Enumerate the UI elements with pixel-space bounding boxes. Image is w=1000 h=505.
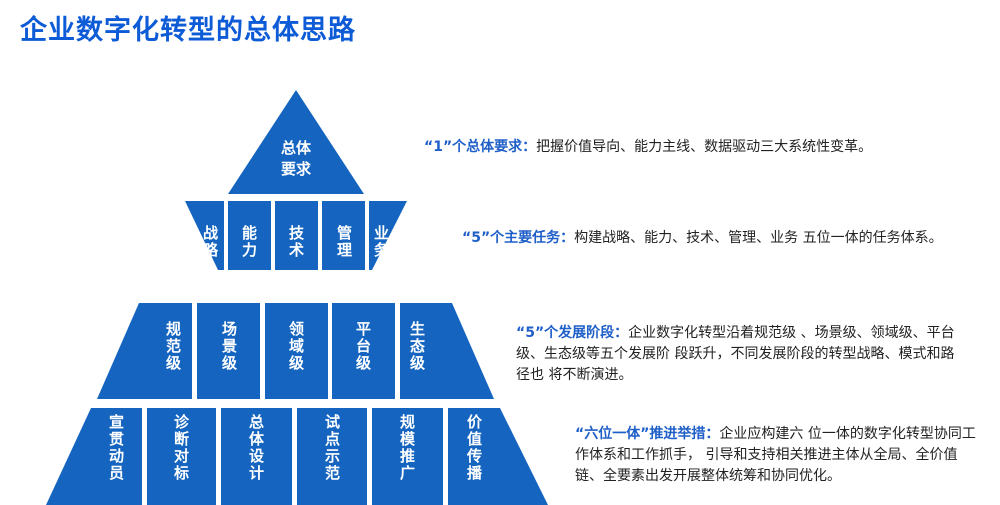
- pyramid-top-line2: 要求: [280, 160, 311, 178]
- pyramid-row2-label-4: 管理: [335, 225, 353, 259]
- pyramid-row3-label-5: 生态级: [408, 321, 426, 372]
- description-4-text: 企业应构建六 位一体的数字化转型协同工作体系和工作抓手， 引导和支持相关推进主体…: [575, 426, 976, 484]
- pyramid-row3-label-2: 场景级: [220, 321, 238, 372]
- pyramid-row4-label-2: 诊断对标: [172, 414, 190, 482]
- description-1: “1”个总体要求：把握价值导向、能力主线、数据驱动三大系统性变革。: [424, 139, 873, 155]
- description-1-text: 把握价值导向、能力主线、数据驱动三大系统性变革。: [536, 139, 873, 155]
- description-3: “5”个发展阶段：企业数字化转型沿着规范级 、场景级、领域级、平台级、生态级等五…: [516, 325, 955, 383]
- pyramid-row4-cell-2: [147, 408, 216, 505]
- pyramid-row2-label-5: 业务: [372, 225, 390, 259]
- pyramid-row3-cell-2: [197, 303, 260, 399]
- description-2-text: 构建战略、能力、技术、管理、业务 五位一体的任务体系。: [574, 230, 943, 246]
- pyramid-row3-cell-4: [332, 303, 395, 399]
- pyramid-row2-cell-2: [228, 201, 271, 270]
- pyramid-row4-label-1: 宣贯动员: [107, 414, 125, 482]
- pyramid-row3-label-4: 平台级: [354, 321, 372, 372]
- pyramid-row3-cell-1: [97, 303, 192, 399]
- pyramid-row4-cell-3: [221, 408, 292, 505]
- pyramid-row2-label-2: 能力: [240, 225, 258, 259]
- description-1-key: “1”个总体要求: [424, 139, 523, 155]
- pyramid-diagram: [46, 90, 548, 505]
- pyramid-row3-cell-3: [265, 303, 328, 399]
- pyramid-row4-cell-5: [372, 408, 443, 505]
- pyramid-row4-cell-4: [297, 408, 367, 505]
- description-3-key: “5”个发展阶段: [516, 325, 615, 341]
- pyramid-row4-label-6: 价值传播: [465, 414, 483, 482]
- pyramid-row2-label-3: 技术: [287, 225, 305, 259]
- pyramid-row4-cell-6: [448, 408, 548, 505]
- pyramid-row4-label-3: 总体设计: [247, 414, 265, 482]
- pyramid-row3-label-3: 领域级: [287, 321, 305, 372]
- pyramid-row2-cell-4: [322, 201, 365, 270]
- pyramid-row4-label-4: 试点示范: [323, 414, 341, 482]
- pyramid-row2-cell-3: [275, 201, 318, 270]
- pyramid-top-tier: [228, 90, 364, 194]
- description-4: “六位一体”推进举措：企业应构建六 位一体的数字化转型协同工作体系和工作抓手， …: [575, 426, 976, 484]
- pyramid-top-line1: 总体: [280, 139, 311, 157]
- pyramid-top-label: 总体 要求: [266, 138, 326, 180]
- page-title: 企业数字化转型的总体思路: [20, 15, 356, 46]
- description-4-key: “六位一体”推进举措: [575, 426, 706, 442]
- pyramid-row3-label-1: 规范级: [164, 321, 182, 372]
- pyramid-row3-cell-5: [400, 303, 494, 399]
- description-2-key: “5”个主要任务: [462, 230, 561, 246]
- pyramid-row2-cell-1: [185, 201, 224, 270]
- description-3-text: 企业数字化转型沿着规范级 、场景级、领域级、平台级、生态级等五个发展阶 段跃升，…: [516, 325, 955, 383]
- pyramid-row4-label-5: 规模推广: [398, 414, 416, 482]
- description-2: “5”个主要任务：构建战略、能力、技术、管理、业务 五位一体的任务体系。: [462, 230, 943, 246]
- pyramid-row2-label-1: 战略: [201, 225, 219, 259]
- pyramid-row4-cell-1: [46, 408, 142, 505]
